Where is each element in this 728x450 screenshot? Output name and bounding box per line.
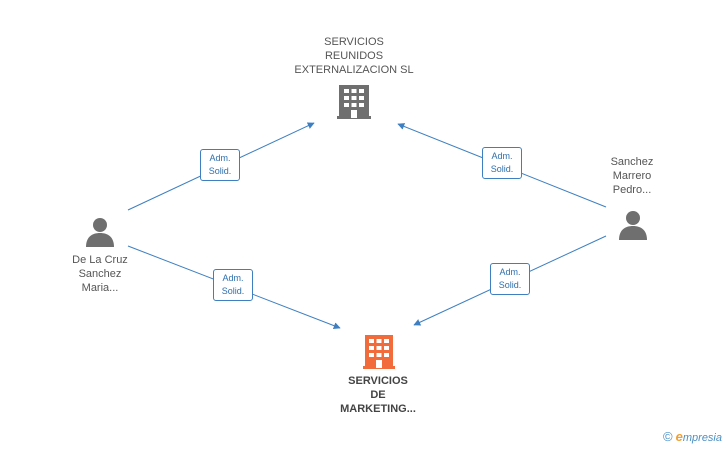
person-icon[interactable] bbox=[86, 218, 114, 247]
person-icon[interactable] bbox=[619, 211, 647, 240]
building-icon[interactable] bbox=[337, 85, 371, 119]
edge-label-right-bottom[interactable]: Adm. Solid. bbox=[490, 263, 530, 295]
company-label-top[interactable]: SERVICIOS REUNIDOS EXTERNALIZACION SL bbox=[284, 35, 424, 77]
edge-label-line: Adm. bbox=[499, 267, 521, 277]
label-line: SERVICIOS bbox=[324, 36, 384, 48]
label-line: De La Cruz bbox=[72, 254, 128, 266]
label-line: Sanchez bbox=[78, 268, 122, 280]
edge-label-left-bottom[interactable]: Adm. Solid. bbox=[213, 269, 253, 301]
edge-label-line: Solid. bbox=[221, 286, 245, 296]
brand-initial: e bbox=[675, 429, 683, 444]
edge-label-line: Adm. bbox=[222, 273, 244, 283]
brand-text: mpresia bbox=[682, 432, 722, 444]
edge-label-line: Adm. bbox=[491, 151, 513, 161]
label-line: Pedro... bbox=[612, 184, 652, 196]
edge-label-right-top[interactable]: Adm. Solid. bbox=[482, 147, 522, 179]
person-label-left[interactable]: De La Cruz Sanchez Maria... bbox=[50, 253, 150, 295]
label-line: REUNIDOS bbox=[324, 50, 384, 62]
label-line: SERVICIOS bbox=[348, 375, 408, 387]
edge-label-line: Solid. bbox=[208, 166, 232, 176]
edge-label-line: Adm. bbox=[209, 153, 231, 163]
label-line: Maria... bbox=[81, 282, 119, 294]
person-label-right[interactable]: Sanchez Marrero Pedro... bbox=[582, 155, 682, 197]
label-line: EXTERNALIZACION SL bbox=[294, 64, 414, 76]
label-line: Marrero bbox=[612, 170, 652, 182]
edge-label-line: Solid. bbox=[498, 280, 522, 290]
edge-label-left-top[interactable]: Adm. Solid. bbox=[200, 149, 240, 181]
edge-label-line: Solid. bbox=[490, 164, 514, 174]
building-icon[interactable] bbox=[363, 335, 395, 369]
company-label-bottom[interactable]: SERVICIOS DE MARKETING... bbox=[318, 374, 438, 416]
footer-brand[interactable]: © empresia bbox=[663, 429, 722, 444]
label-line: Sanchez bbox=[610, 156, 654, 168]
copyright-icon: © bbox=[663, 429, 673, 444]
brand-logo: empresia bbox=[676, 429, 722, 444]
label-line: MARKETING... bbox=[340, 403, 416, 415]
label-line: DE bbox=[370, 389, 386, 401]
